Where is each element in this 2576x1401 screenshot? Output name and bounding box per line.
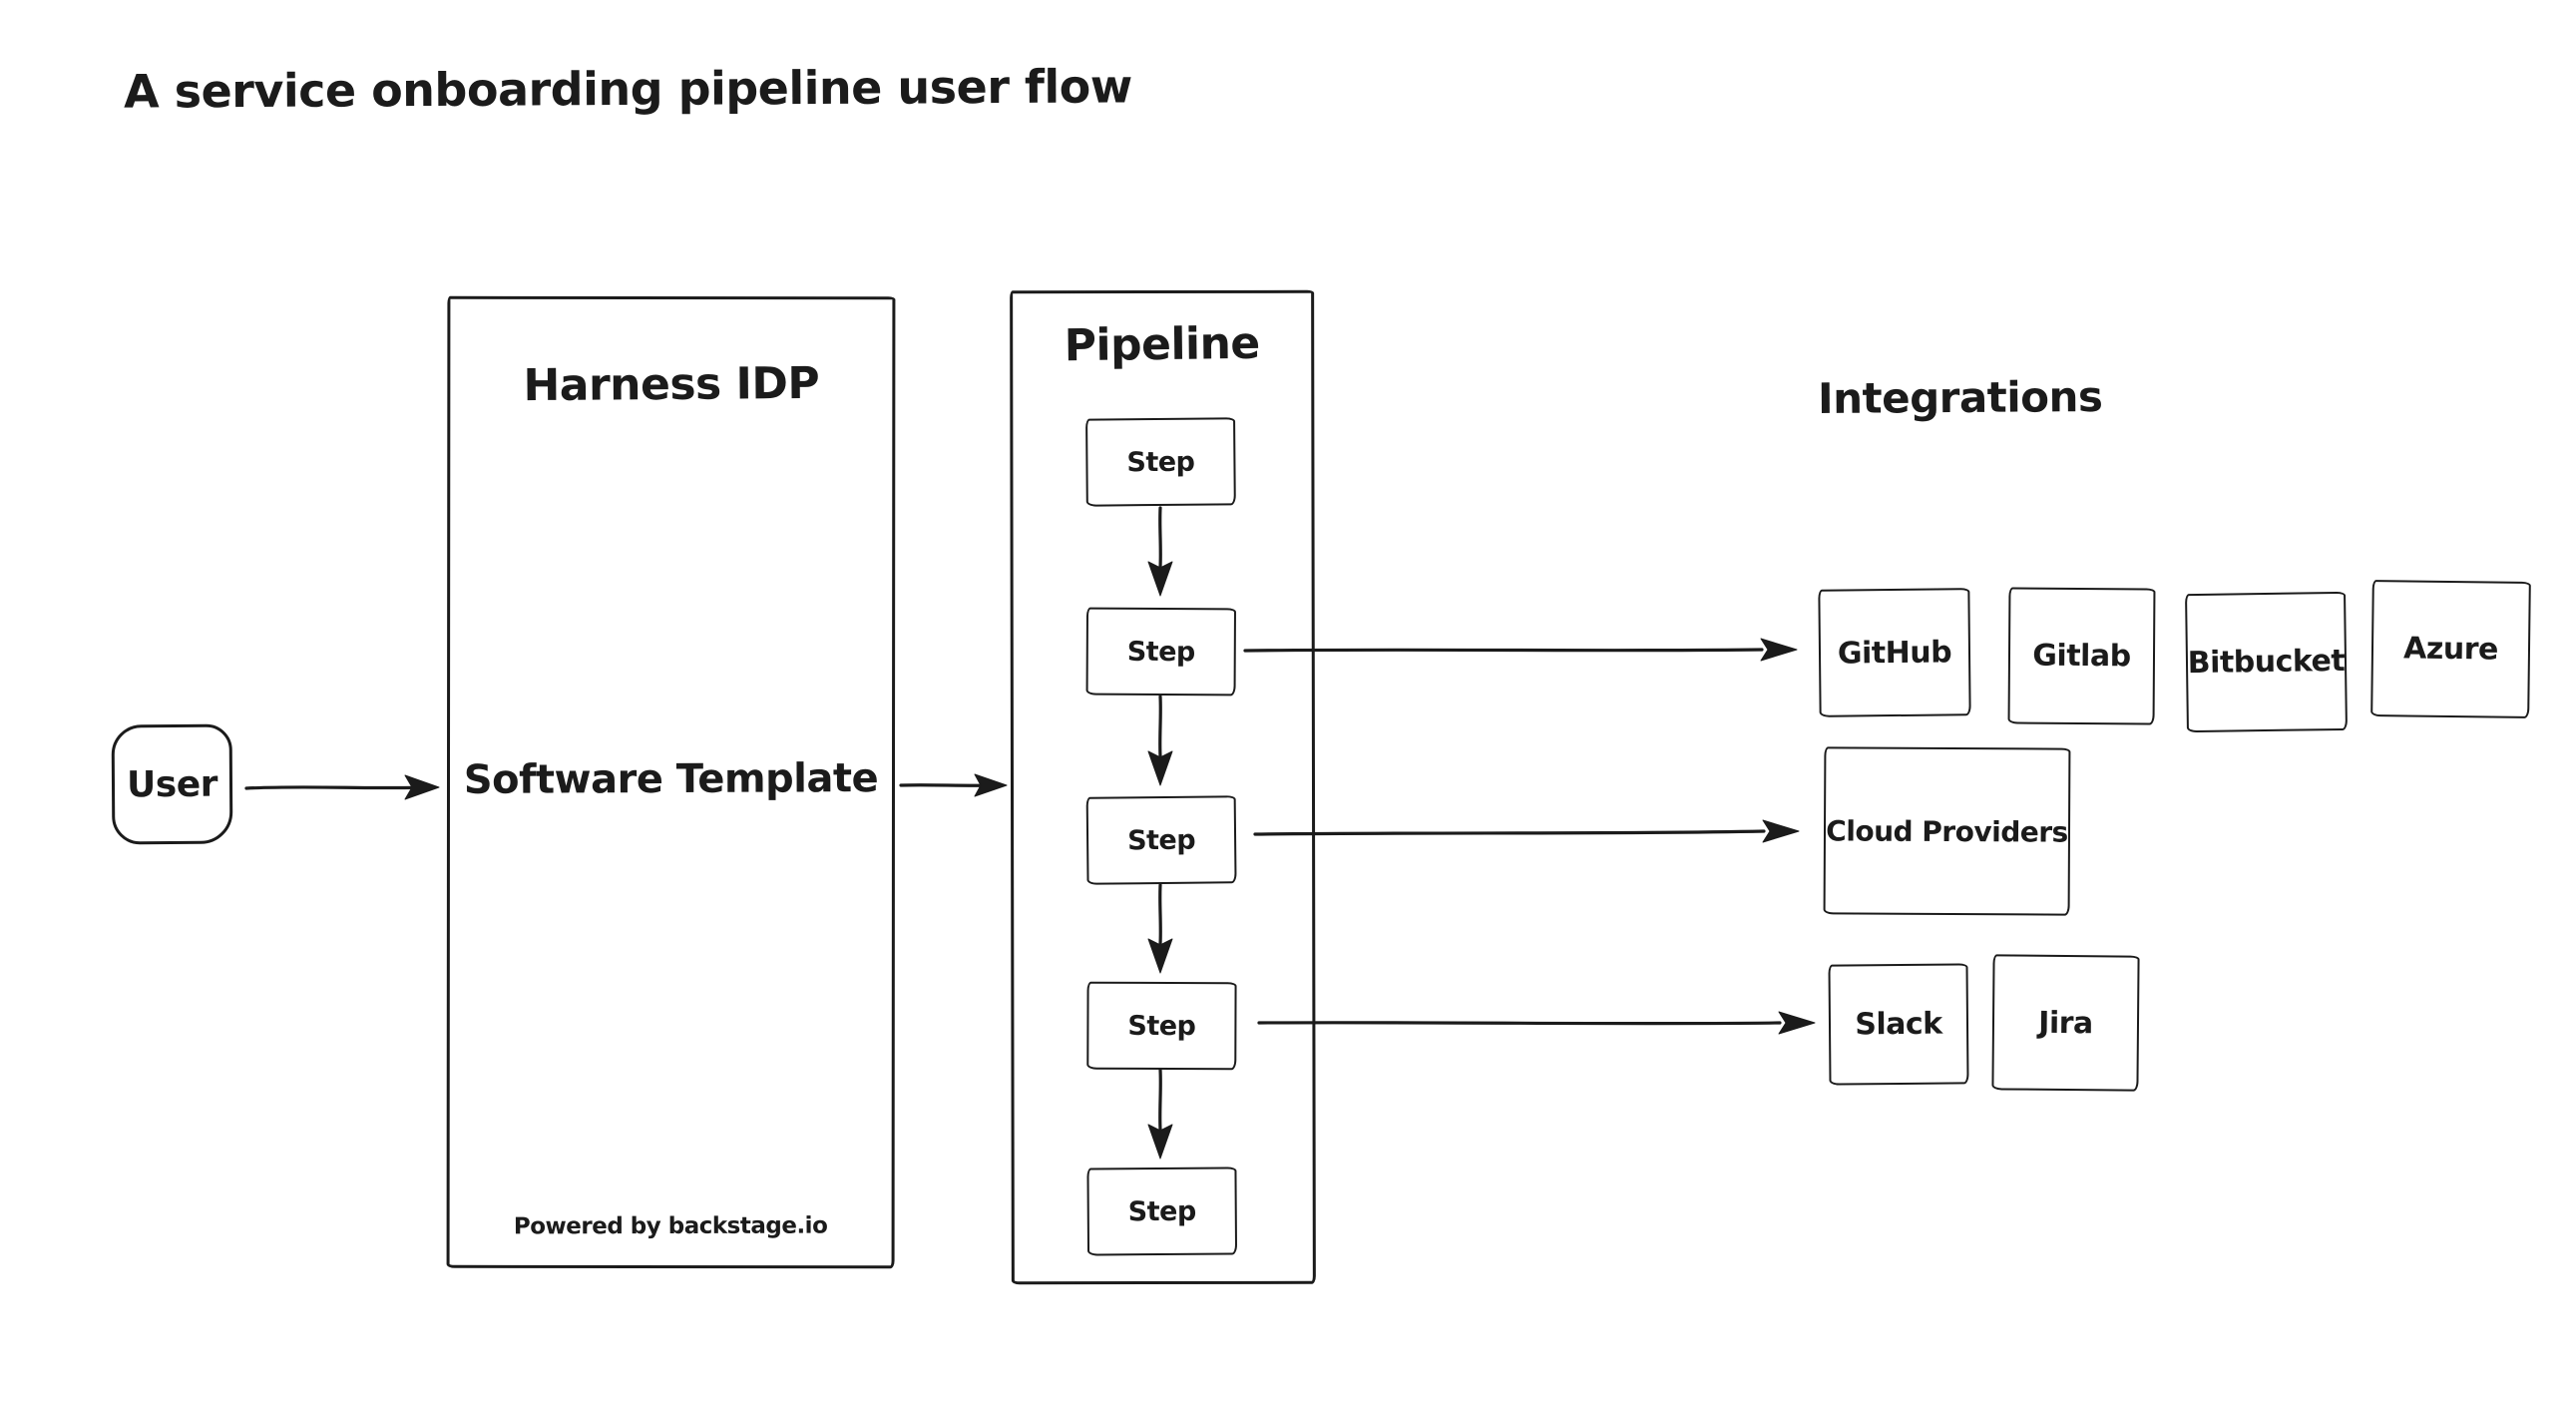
harness-idp-title: Harness IDP: [523, 357, 820, 412]
pipeline-step-4: Step: [1086, 981, 1237, 1071]
integration-bitbucket-label: Bitbucket: [2187, 643, 2346, 682]
integration-jira: Jira: [1991, 954, 2140, 1092]
pipeline-step-4-label: Step: [1127, 1010, 1196, 1042]
arrow-step3-to-cloud-providers: [1253, 819, 1800, 843]
integration-cloud-providers-label: Cloud Providers: [1826, 813, 2068, 849]
user-label: User: [126, 763, 218, 805]
arrow-step4-to-slack: [1257, 1011, 1816, 1035]
integration-slack-label: Slack: [1855, 1006, 1942, 1043]
pipeline-step-3: Step: [1085, 795, 1237, 885]
pipeline-panel: Pipeline Step Step Step Step Step: [1010, 289, 1316, 1285]
diagram-title: A service onboarding pipeline user flow: [123, 59, 1132, 119]
pipeline-step-2: Step: [1085, 607, 1236, 697]
software-template-label: Software Template: [463, 755, 879, 803]
integration-slack: Slack: [1828, 963, 1969, 1086]
pipeline-step-2-label: Step: [1126, 636, 1195, 668]
pipeline-step-5-label: Step: [1127, 1195, 1196, 1227]
integration-github-label: GitHub: [1837, 634, 1952, 672]
harness-idp-panel: Harness IDP Software Template Powered by…: [446, 295, 896, 1269]
arrow-user-to-harness: [244, 774, 440, 800]
user-node: User: [111, 723, 233, 845]
integration-github: GitHub: [1818, 588, 1971, 717]
pipeline-title: Pipeline: [1064, 317, 1261, 372]
integration-azure: Azure: [2370, 580, 2531, 718]
arrow-harness-to-pipeline: [899, 773, 1008, 797]
pipeline-step-3-label: Step: [1126, 824, 1196, 856]
integration-cloud-providers: Cloud Providers: [1823, 746, 2071, 916]
integration-gitlab: Gitlab: [2007, 587, 2156, 725]
integration-azure-label: Azure: [2402, 631, 2499, 668]
powered-by-backstage-label: Powered by backstage.io: [513, 1212, 828, 1240]
arrow-step2-to-github: [1243, 638, 1798, 662]
pipeline-step-1-label: Step: [1126, 446, 1195, 478]
integration-gitlab-label: Gitlab: [2032, 638, 2131, 675]
pipeline-step-5: Step: [1086, 1167, 1238, 1256]
integration-jira-label: Jira: [2038, 1005, 2093, 1041]
integration-bitbucket: Bitbucket: [2185, 591, 2348, 733]
pipeline-step-1: Step: [1085, 417, 1236, 507]
integrations-title: Integrations: [1817, 372, 2103, 423]
